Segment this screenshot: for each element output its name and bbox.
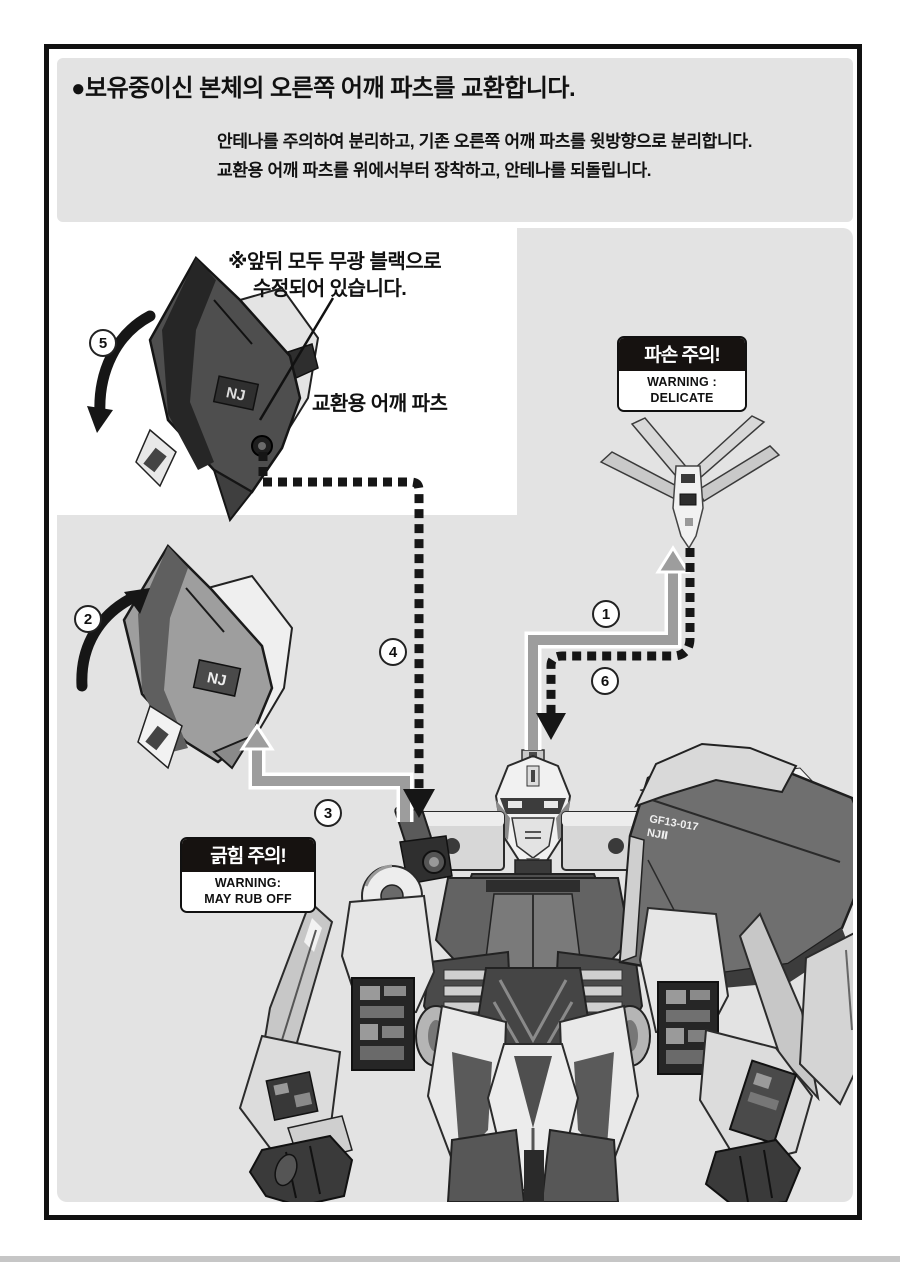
warning-box-rub-off: 긁힘 주의! WARNING: MAY RUB OFF [180,837,316,913]
existing-part-emblem: NJ [206,669,228,690]
antenna-part-illustration [599,415,781,550]
footer-bar [0,1256,900,1262]
step4-dotted-path [258,452,435,818]
step5-curved-arrow [87,310,156,433]
step-marker-6: 6 [591,667,619,695]
svg-text:NJⅡ: NJⅡ [646,827,669,843]
replacement-part-emblem: NJ [225,384,247,405]
warning-rub-off-body: WARNING: MAY RUB OFF [182,872,314,911]
step-marker-5: 5 [89,329,117,357]
header-panel [57,58,853,222]
step-marker-1: 1 [592,600,620,628]
robot-figure: GF13-017 NJⅡ [238,742,853,1202]
step2-curved-arrow [76,588,150,692]
step-marker-4: 4 [379,638,407,666]
warning-delicate-body: WARNING : DELICATE [619,371,745,410]
matte-black-note-line-2: 수정되어 있습니다. [253,278,407,300]
replacement-part-label: 교환용 어깨 파츠 [312,393,448,415]
step1-arrow-path [524,545,691,750]
note-pointer-line [258,297,335,421]
warning-delicate-title: 파손 주의! [619,338,745,371]
page-title: ●보유중이신 본체의 오른쪽 어깨 파츠를 교환합니다. [71,75,576,102]
step-marker-3: 3 [314,799,342,827]
step3-arrow-path [239,723,414,822]
instruction-line-1: 안테나를 주의하여 분리하고, 기존 오른쪽 어깨 파츠를 윗방향으로 분리합니… [217,132,753,151]
warning-rub-off-title: 긁힘 주의! [182,839,314,872]
step6-dotted-path [536,548,695,740]
existing-shoulder-part-illustration: NJ [122,543,294,770]
warning-box-delicate: 파손 주의! WARNING : DELICATE [617,336,747,412]
instruction-line-2: 교환용 어깨 파츠를 위에서부터 장착하고, 안테나를 되돌립니다. [217,161,652,180]
step-marker-2: 2 [74,605,102,633]
matte-black-note-line-1: ※앞뒤 모두 무광 블랙으로 [228,251,442,273]
replacement-shoulder-part-illustration: NJ [135,255,320,523]
